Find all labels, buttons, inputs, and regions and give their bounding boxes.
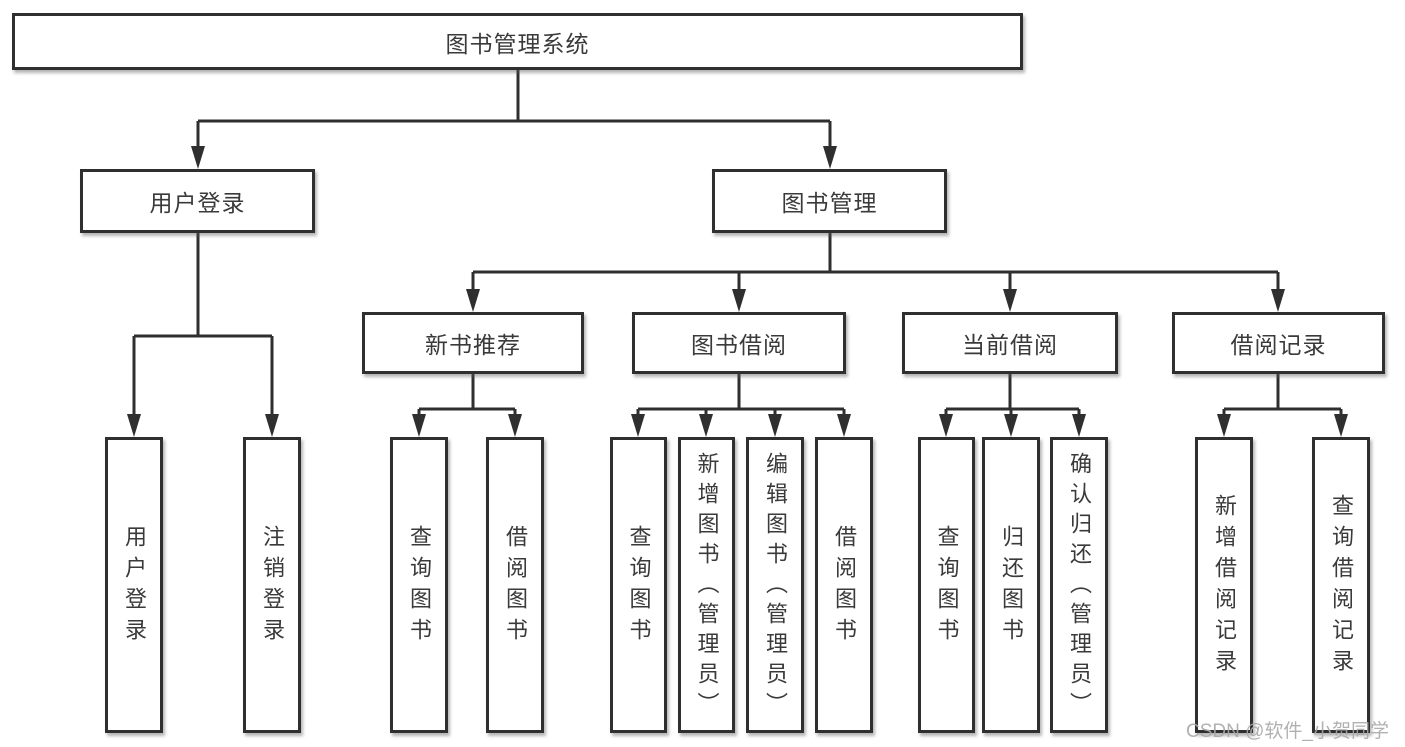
leaf-query-books: 查询图书 [390, 437, 448, 733]
leaf-return-books: 归还图书 [982, 437, 1040, 733]
node-borrowing-records: 借阅记录 [1172, 312, 1385, 374]
leaf-query-borrow-record: 查询借阅记录 [1312, 437, 1370, 733]
csdn-watermark: CSDN @软件_小贺同学 [1186, 721, 1389, 742]
leaf-logout: 注销登录 [243, 437, 301, 733]
leaf-user-login: 用户登录 [105, 437, 163, 733]
leaf-confirm-return-admin: 确认归还（管理员） [1050, 437, 1108, 733]
node-book-borrowing: 图书借阅 [632, 312, 846, 374]
leaf-borrow-books: 借阅图书 [815, 437, 873, 733]
node-new-book-recommendation: 新书推荐 [362, 312, 584, 374]
node-current-borrowing: 当前借阅 [902, 312, 1118, 374]
leaf-add-books-admin: 新增图书（管理员） [678, 437, 735, 733]
node-library-management-system: 图书管理系统 [12, 13, 1023, 70]
leaf-borrow-books: 借阅图书 [486, 437, 544, 733]
leaf-query-books: 查询图书 [610, 437, 667, 733]
leaf-query-books: 查询图书 [918, 437, 975, 733]
leaf-edit-books-admin: 编辑图书（管理员） [746, 437, 804, 733]
leaf-add-borrow-record: 新增借阅记录 [1195, 437, 1253, 733]
node-book-management: 图书管理 [712, 169, 947, 233]
node-user-login: 用户登录 [80, 169, 315, 233]
